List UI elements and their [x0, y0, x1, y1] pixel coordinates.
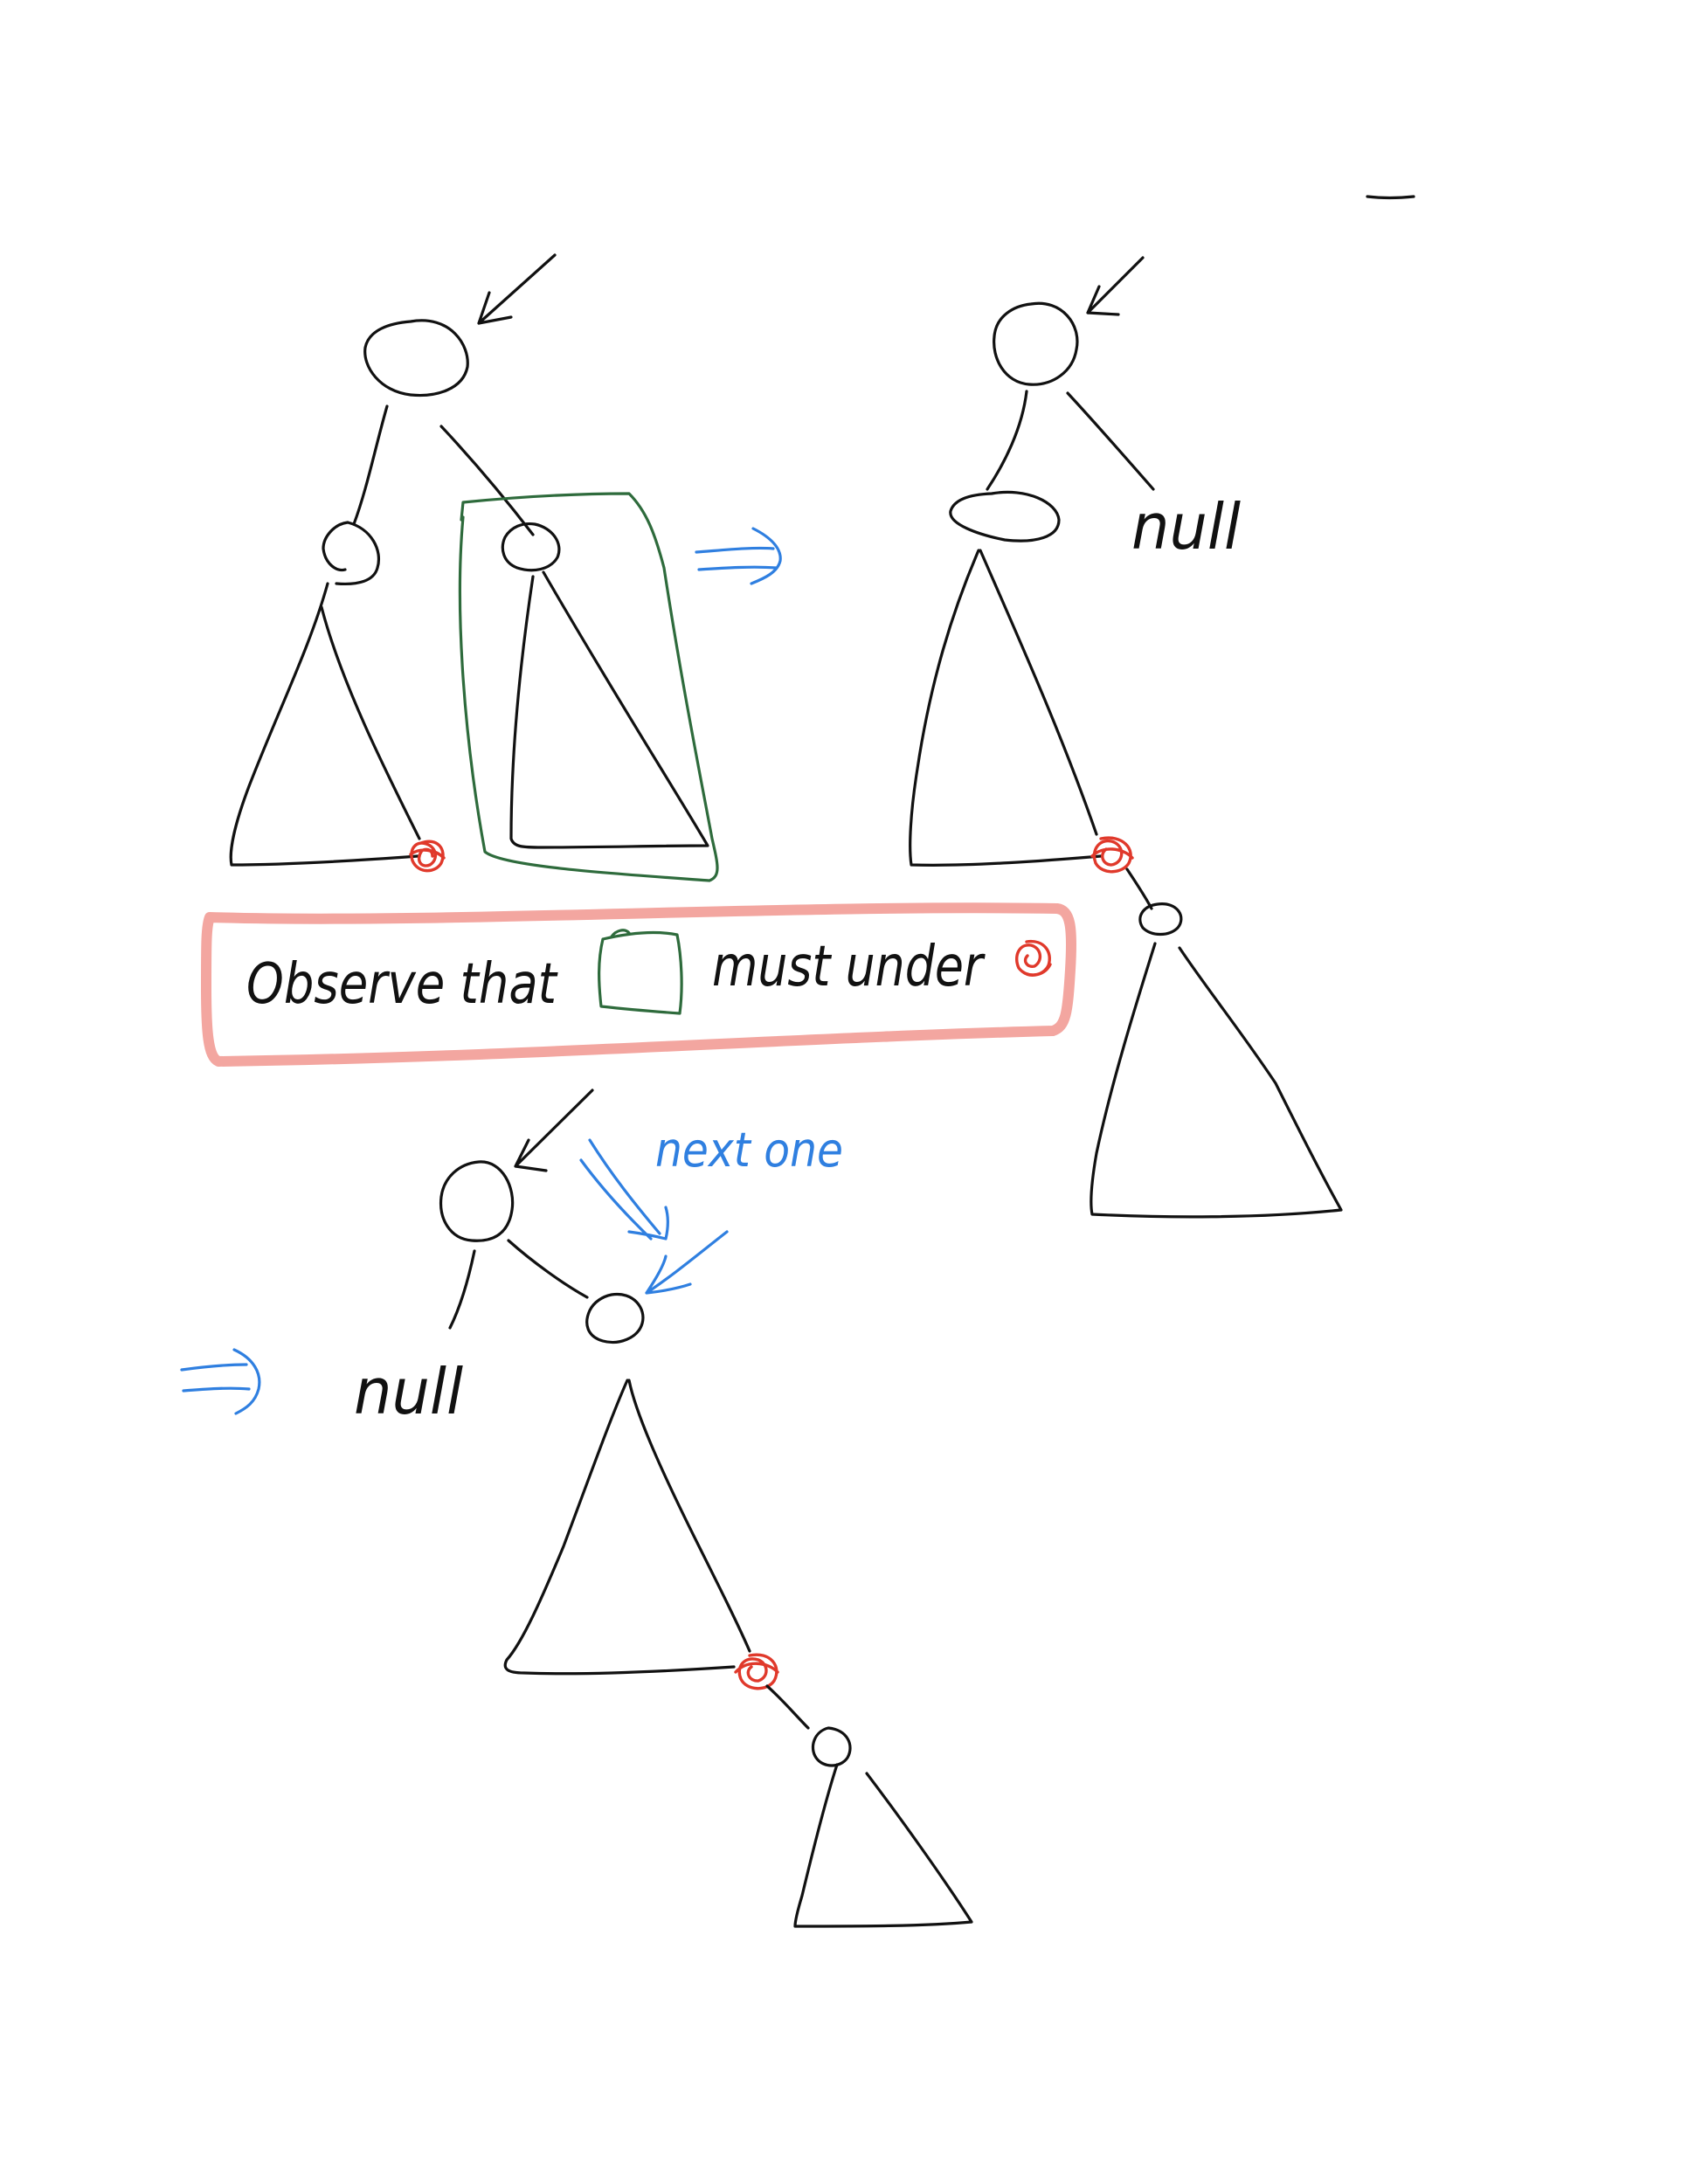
observe-that-text: Observe that: [246, 952, 558, 1017]
implies-arrow-top: [695, 527, 782, 585]
tree-2: null: [909, 256, 1343, 1219]
next-one-label: next one: [655, 1123, 843, 1178]
tree3-successor-subtree: [793, 1763, 973, 1928]
tree2-left-child-node: [949, 490, 1061, 543]
tree1-root-node: [363, 319, 469, 397]
tree2-successor-subtree: [1090, 942, 1343, 1219]
tree3-right-subtree: [503, 1379, 751, 1676]
tree1-right-subtree: [509, 570, 709, 849]
tree3-root-node: [439, 1160, 515, 1242]
red-marker-tree1: [409, 840, 446, 873]
tree1-left-subtree: [229, 582, 421, 867]
successor-pointer-arrow: [645, 1230, 729, 1295]
null-label-bottom-left: null: [354, 1355, 463, 1428]
tree1-pointer-arrow: [477, 253, 557, 325]
tree1-edge-left: [352, 404, 389, 526]
red-marker-tree3: [734, 1653, 779, 1690]
tree1-right-child-node: [501, 522, 561, 572]
red-marker-tree2: [1090, 836, 1134, 874]
tree-3: null: [354, 1089, 973, 1928]
tree2-edge-left: [986, 390, 1028, 491]
stray-dash: [1366, 195, 1415, 200]
tree3-pointer-arrow: [514, 1089, 594, 1172]
tree3-edge-to-successor: [765, 1684, 810, 1730]
must-under-text: must under: [712, 935, 986, 999]
observation-green-mini-box: [598, 929, 683, 1015]
tree1-green-box: [458, 492, 719, 882]
tree1-edge-right: [439, 425, 535, 536]
tree2-edge-right: [1066, 391, 1155, 491]
observation-red-marker: [1014, 939, 1052, 977]
tree2-pointer-arrow: [1086, 256, 1145, 316]
tree2-root-node: [993, 301, 1079, 386]
next-one-arrow: [579, 1138, 669, 1241]
implies-arrow-bottom: [180, 1348, 261, 1415]
tree3-successor-node: [811, 1726, 852, 1767]
tree3-edge-left: [448, 1249, 476, 1330]
pink-highlight-box: [201, 902, 1077, 1067]
tree1-left-child-node: [322, 521, 380, 586]
tree3-right-child-node: [585, 1292, 645, 1344]
tree3-edge-right: [507, 1239, 589, 1299]
null-label-top-right: null: [1131, 490, 1241, 563]
observation-callout: Observe that must under: [201, 902, 1077, 1067]
tree2-edge-to-successor: [1125, 867, 1153, 910]
tree2-successor-node: [1138, 902, 1183, 936]
tree-1: [229, 253, 719, 882]
tree2-left-subtree: [909, 549, 1103, 867]
